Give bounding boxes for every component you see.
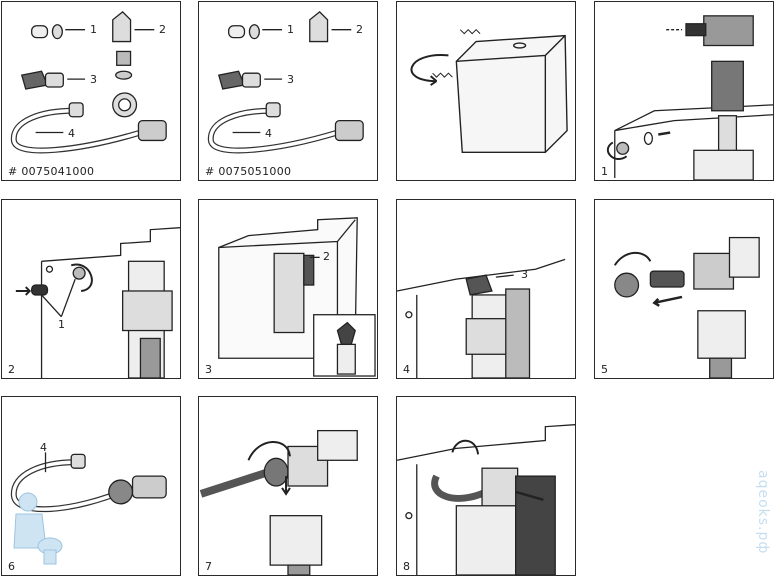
callout-label: 2 xyxy=(159,23,166,36)
step-number: 1 xyxy=(601,165,608,178)
callout-label: 4 xyxy=(40,441,47,454)
step-1-illustration xyxy=(606,15,773,180)
callout-label: 4 xyxy=(68,127,75,140)
step-number: 7 xyxy=(205,560,212,573)
plumber-mascot-icon xyxy=(13,492,63,565)
step-7-illustration xyxy=(199,429,358,575)
step-number: 2 xyxy=(8,363,15,376)
step-4-panel: 3 4 xyxy=(396,199,576,379)
callout-label: 1 xyxy=(287,23,294,36)
callout-label: 3 xyxy=(90,73,97,86)
callout-label: 1 xyxy=(90,23,97,36)
callout-label: 2 xyxy=(356,23,363,36)
step-number: 8 xyxy=(403,560,410,573)
step-3-illustration xyxy=(218,217,376,377)
step-2-panel: 1 2 xyxy=(1,199,181,379)
step-8-illustration xyxy=(397,424,575,575)
callout-label: 1 xyxy=(58,318,65,331)
step-number: 3 xyxy=(205,363,212,376)
step-number: 6 xyxy=(8,560,15,573)
step-8-panel: 8 xyxy=(396,396,576,576)
callout-label: 4 xyxy=(265,127,272,140)
parts-illustration xyxy=(10,11,167,154)
step-number: 4 xyxy=(403,363,410,376)
cistern-panel xyxy=(396,1,576,181)
part-number: # 0075041000 xyxy=(8,165,95,178)
step-5-panel: 5 xyxy=(594,199,774,379)
callout-label: 3 xyxy=(521,268,528,281)
step-5-illustration xyxy=(613,236,760,378)
step-7-panel: 7 xyxy=(198,396,378,576)
step-2-illustration xyxy=(15,227,180,378)
parts-panel-b: 1 2 3 4 # 0075051000 xyxy=(198,1,378,181)
parts-panel-a: 1 2 3 4 # 0075041000 xyxy=(1,1,181,181)
callout-label: 3 xyxy=(287,73,294,86)
parts-illustration xyxy=(207,11,364,154)
callout-label: 2 xyxy=(323,250,330,263)
step-number: 5 xyxy=(601,363,608,376)
step-3-panel: 2 3 xyxy=(198,199,378,379)
cistern-illustration xyxy=(410,28,568,154)
watermark-text: aqeoks.pф xyxy=(755,470,771,555)
step-4-illustration xyxy=(397,258,566,378)
part-number: # 0075051000 xyxy=(205,165,292,178)
step-6-illustration xyxy=(10,452,167,513)
step-1-panel: 1 xyxy=(594,1,774,181)
